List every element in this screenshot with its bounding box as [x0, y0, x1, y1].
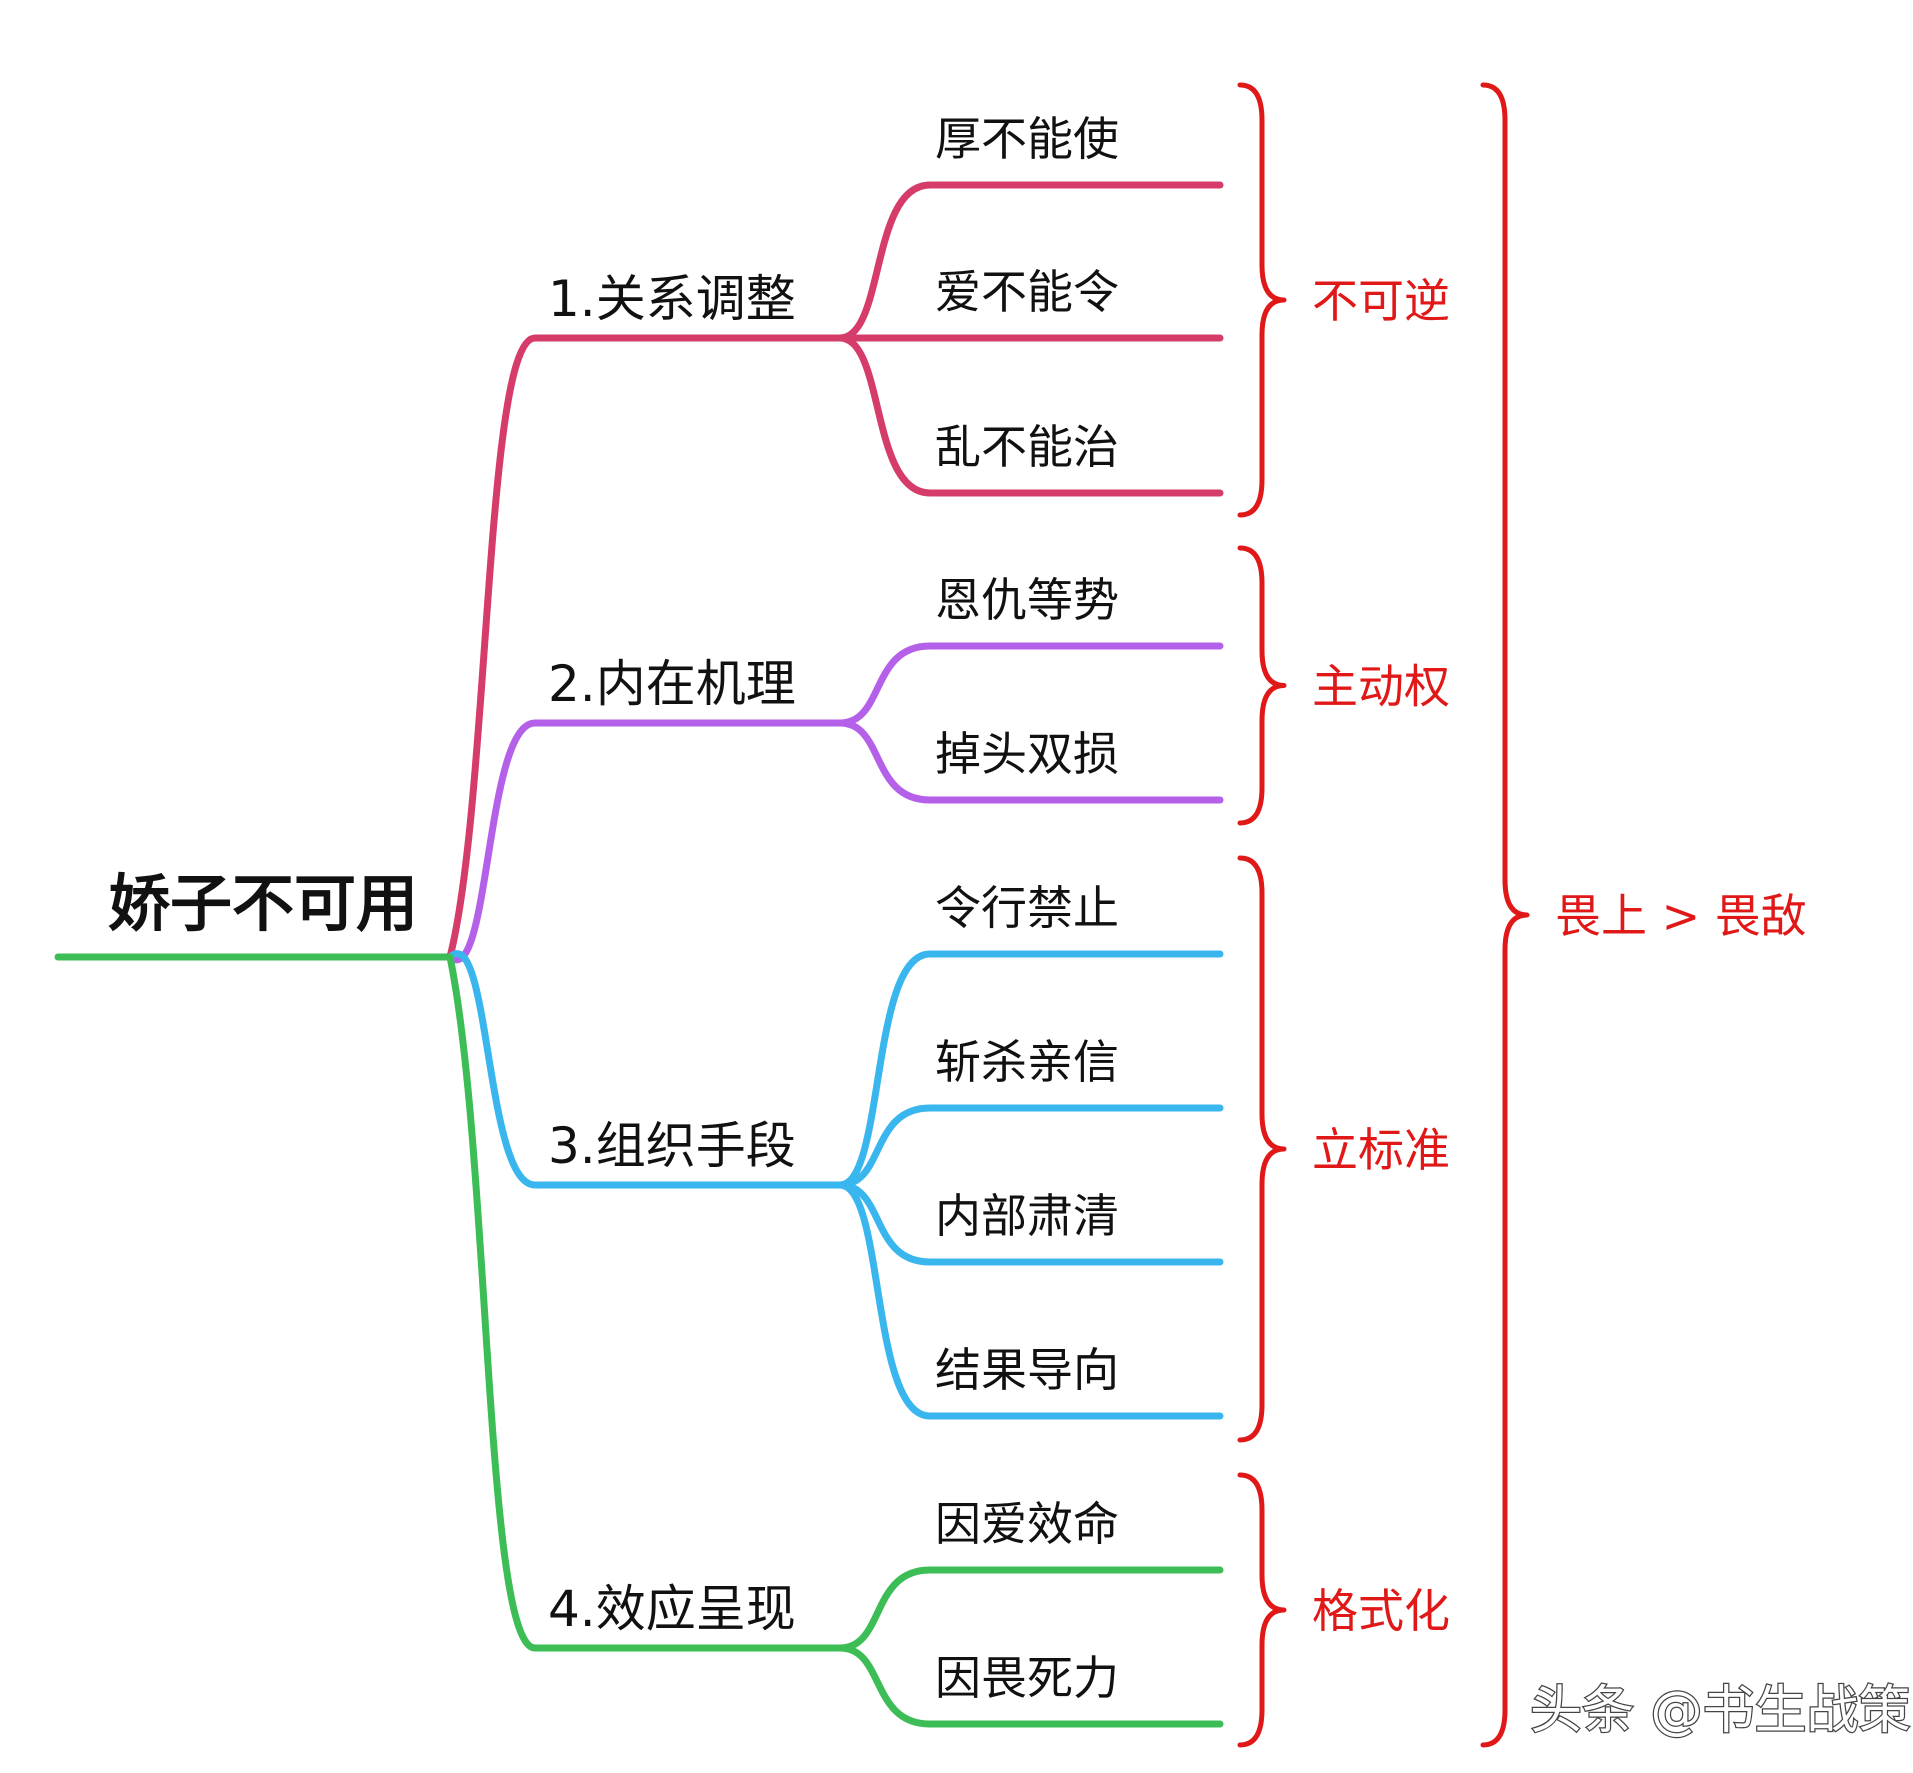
leaf-label: 乱不能治	[935, 420, 1119, 474]
category-label-4: 4.效应呈现	[548, 1580, 796, 1638]
leaf-label: 斩杀亲信	[935, 1035, 1119, 1089]
category-branch-4	[446, 953, 844, 1652]
leaf-branch	[836, 1104, 1224, 1189]
category-label-2: 2.内在机理	[548, 655, 796, 713]
leaf-branch	[836, 1181, 1224, 1266]
leaf-label: 恩仇等势	[935, 573, 1119, 627]
branch-lines	[54, 181, 1224, 1728]
leaf-branch	[836, 1181, 1224, 1420]
leaf-label: 爱不能令	[935, 265, 1119, 319]
bracket-2	[1237, 545, 1287, 826]
leaf-label: 因爱效命	[935, 1497, 1119, 1551]
watermark: 头条 @书生战策	[1530, 1681, 1911, 1741]
leaf-label: 掉头双损	[935, 727, 1119, 781]
leaf-label: 厚不能使	[935, 112, 1119, 166]
bracket-3	[1237, 855, 1287, 1443]
leaf-branch	[836, 950, 1224, 1189]
leaf-branch	[836, 181, 1224, 342]
leaf-label: 令行禁止	[935, 881, 1119, 935]
bracket-label-1: 不可逆	[1312, 274, 1450, 328]
category-label-1: 1.关系调整	[548, 270, 796, 328]
leaf-branch	[836, 642, 1224, 727]
root-label: 娇子不可用	[108, 867, 418, 940]
category-branch-2	[446, 719, 844, 964]
bracket-label-2: 主动权	[1312, 660, 1450, 714]
leaf-branch	[836, 1644, 1224, 1728]
category-label-3: 3.组织手段	[548, 1117, 796, 1175]
bracket-label-3: 立标准	[1312, 1123, 1450, 1177]
bracket-label-4: 格式化	[1312, 1584, 1450, 1638]
leaf-branch	[836, 719, 1224, 804]
category-branch-3	[446, 950, 844, 1189]
outer-bracket	[1480, 82, 1530, 1748]
leaf-label: 因畏死力	[935, 1651, 1119, 1705]
leaf-label: 内部肃清	[935, 1189, 1119, 1243]
leaf-branch	[836, 1566, 1224, 1652]
bracket-1	[1237, 82, 1287, 518]
category-branch-1	[446, 334, 844, 961]
leaf-branch	[836, 334, 1224, 497]
bracket-4	[1237, 1472, 1287, 1748]
leaf-label: 结果导向	[935, 1343, 1119, 1397]
outer-bracket-label: 畏上 > 畏敌	[1555, 889, 1807, 943]
